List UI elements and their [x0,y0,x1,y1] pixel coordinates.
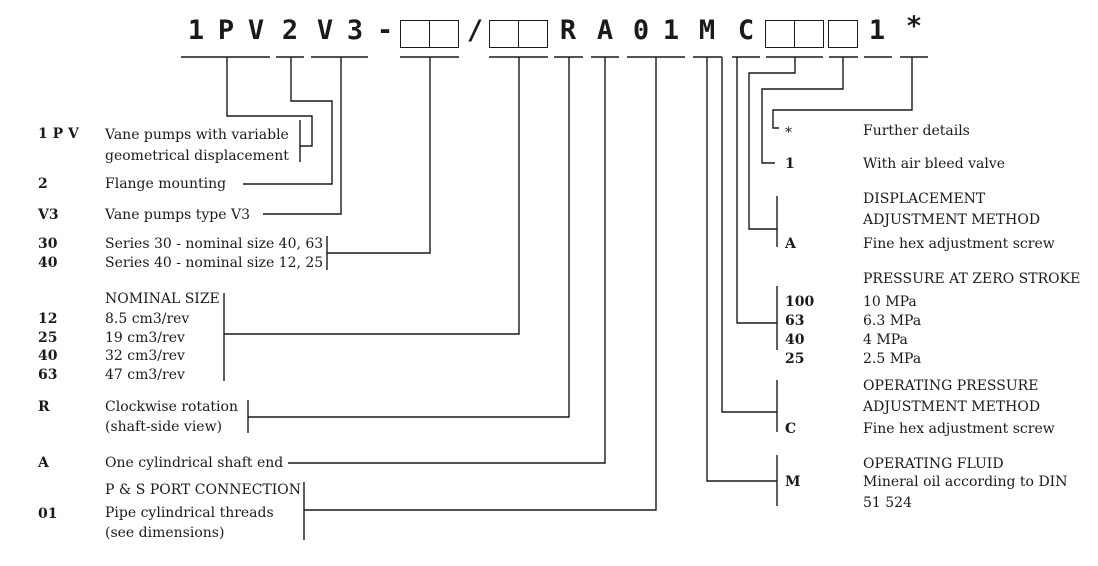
code-zero-25: 25 [785,351,805,367]
code-char-v3-v: V [316,15,334,46]
pressure-box-3 [828,20,858,48]
code-nominal-63: 63 [38,367,58,383]
desc-disp: Fine hex adjustment screw [863,236,1055,252]
code-char-01-1: 1 [662,15,680,46]
code-a: A [38,455,49,471]
disp-heading1: DISPLACEMENT [863,191,986,207]
code-char-v3-3: 3 [346,15,364,46]
desc-series-30: Series 30 - nominal size 40, 63 [105,236,324,252]
desc-shaft: One cylindrical shaft end [105,455,284,471]
code-nominal-12: 12 [38,311,58,327]
desc-further: Further details [863,123,970,139]
desc-zero-40: 4 MPa [863,332,908,348]
code-bleed: 1 [785,156,795,172]
desc-port-line2: (see dimensions) [105,525,225,541]
code-oppress-c: C [785,421,797,437]
code-char-bleed-1: 1 [868,15,886,46]
nominal-box-1 [489,20,519,48]
desc-type: Vane pumps type V3 [105,207,251,223]
nominal-heading: NOMINAL SIZE [105,291,220,307]
desc-nominal-25: 19 cm3/rev [105,330,185,346]
code-fluid-m: M [785,474,801,490]
code-char-dash: - [376,15,394,46]
code-nominal-25: 25 [38,330,58,346]
code-series-40: 40 [38,255,58,271]
code-char-2: 2 [281,15,299,46]
desc-nominal-63: 47 cm3/rev [105,367,185,383]
code-char-r: R [559,15,577,46]
code-zero-100: 100 [785,294,815,310]
code-r: R [38,399,50,415]
oppress-heading2: ADJUSTMENT METHOD [863,399,1041,415]
code-2: 2 [38,176,48,192]
code-1pv: 1 P V [38,126,79,142]
series-box-2 [429,20,459,48]
code-zero-63: 63 [785,313,805,329]
series-box-1 [400,20,430,48]
desc-mount: Flange mounting [105,176,227,192]
code-char-c: C [737,15,755,46]
desc-series-40: Series 40 - nominal size 12, 25 [105,255,324,271]
disp-heading2: ADJUSTMENT METHOD [863,212,1041,228]
desc-fluid-line2: 51 524 [863,495,912,511]
code-char-m: M [698,15,716,46]
nominal-box-2 [518,20,548,48]
desc-nominal-40: 32 cm3/rev [105,348,185,364]
desc-oppress: Fine hex adjustment screw [863,421,1055,437]
port-heading: P & S PORT CONNECTION [105,482,302,498]
code-zero-40: 40 [785,332,805,348]
code-char-a: A [596,15,614,46]
code-char-p: P [217,15,235,46]
code-char-slash: / [466,15,484,46]
desc-rotation-line2: (shaft-side view) [105,419,223,435]
code-disp-a: A [785,236,796,252]
code-asterisk: * [785,125,792,141]
desc-port-line1: Pipe cylindrical threads [105,505,274,521]
fluid-heading: OPERATING FLUID [863,456,1004,472]
desc-zero-63: 6.3 MPa [863,313,922,329]
desc-pv-line1: Vane pumps with variable [105,127,289,143]
code-char-asterisk: * [905,11,923,42]
desc-zero-100: 10 MPa [863,294,917,310]
code-series-30: 30 [38,236,58,252]
code-v3: V3 [38,207,59,223]
desc-pv-line2: geometrical displacement [105,148,289,164]
pressure-box-2 [794,20,824,48]
zero-heading: PRESSURE AT ZERO STROKE [863,271,1081,287]
code-nominal-40: 40 [38,348,58,364]
desc-rotation-line1: Clockwise rotation [105,399,238,415]
desc-bleed: With air bleed valve [863,156,1006,172]
code-char-1: 1 [187,15,205,46]
code-01: 01 [38,506,58,522]
desc-nominal-12: 8.5 cm3/rev [105,311,190,327]
desc-fluid-line1: Mineral oil according to DIN [863,474,1068,490]
code-char-v: V [247,15,265,46]
code-char-0: 0 [632,15,650,46]
oppress-heading1: OPERATING PRESSURE [863,378,1039,394]
desc-zero-25: 2.5 MPa [863,351,922,367]
pressure-box-1 [765,20,795,48]
